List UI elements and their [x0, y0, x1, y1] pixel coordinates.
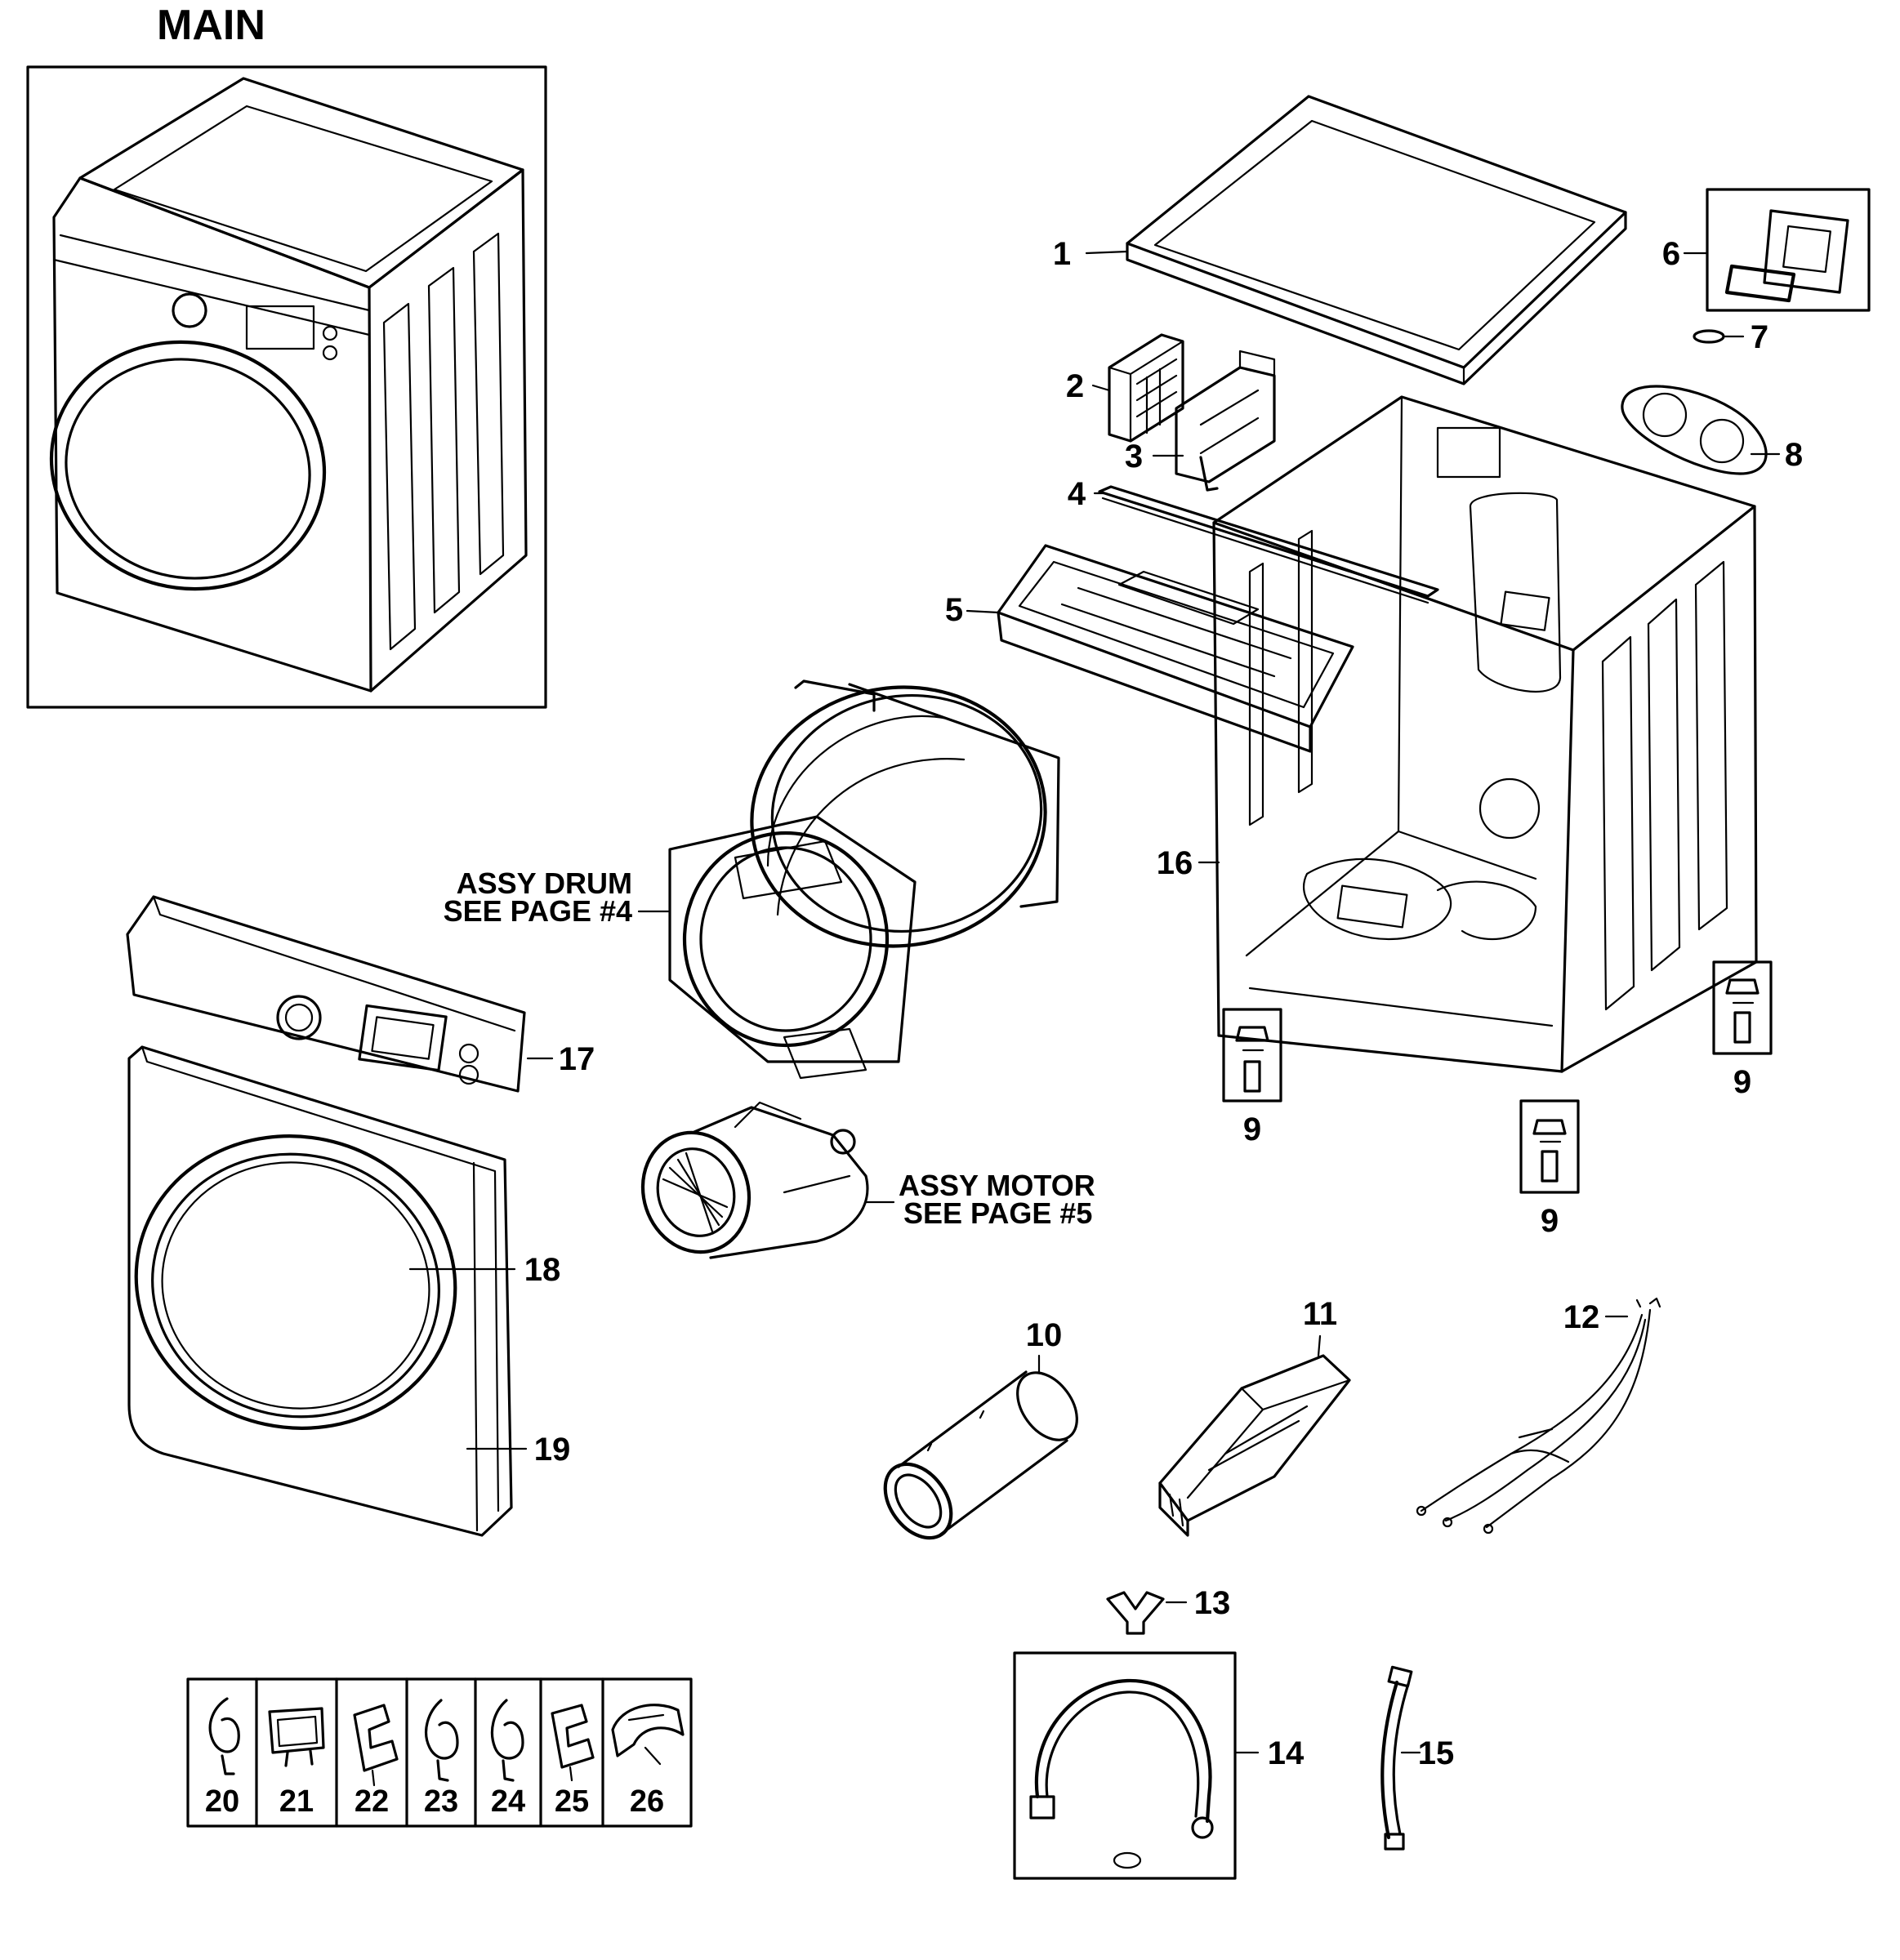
part-6-display-pcb [1724, 209, 1849, 303]
callout-11: 11 [1303, 1296, 1337, 1332]
part-8-bezel [1621, 385, 1768, 475]
drum-note-line2: SEE PAGE #4 [444, 894, 632, 928]
callout-23: 23 [424, 1784, 458, 1819]
drum-note-line1: ASSY DRUM [457, 866, 632, 900]
part-21-clip [268, 1707, 325, 1767]
motor-note-line2: SEE PAGE #5 [903, 1196, 1092, 1230]
callout-4: 4 [1068, 476, 1086, 512]
callout-13: 13 [1194, 1585, 1231, 1621]
callout-14: 14 [1268, 1735, 1305, 1771]
part-22-clip [353, 1704, 399, 1787]
part-14-hose [1029, 1678, 1214, 1869]
callout-1: 1 [1053, 236, 1071, 272]
motor-note-line1: ASSY MOTOR [899, 1169, 1095, 1202]
part-15-short-hose [1380, 1665, 1413, 1851]
callout-20: 20 [205, 1784, 239, 1819]
part-10-duct [883, 1370, 1078, 1540]
callout-12: 12 [1563, 1299, 1600, 1335]
callout-24: 24 [491, 1784, 525, 1819]
drum-assembly [668, 679, 1060, 1080]
callout-18: 18 [524, 1252, 561, 1288]
part-17-control-panel [126, 895, 526, 1093]
motor-assembly [640, 1101, 869, 1259]
part-7-clip [1693, 329, 1725, 344]
part-18-door-gasket [134, 1134, 457, 1430]
callout-6: 6 [1662, 236, 1680, 272]
part-5-front-frame [997, 544, 1354, 753]
callout-8: 8 [1785, 437, 1803, 473]
callout-9-left: 9 [1243, 1111, 1261, 1147]
part-2-filter [1108, 333, 1184, 443]
part-13-y-connector [1106, 1591, 1165, 1635]
callout-21: 21 [279, 1784, 314, 1819]
part-20-clip [208, 1697, 240, 1775]
callout-9-right: 9 [1733, 1064, 1751, 1100]
part-11-heater [1158, 1354, 1351, 1537]
part-26-clip [611, 1704, 685, 1766]
callout-9-center: 9 [1541, 1203, 1559, 1239]
main-dryer-inset [26, 65, 547, 709]
part-25-clip [551, 1704, 595, 1782]
part-24-clip [490, 1699, 524, 1782]
callout-7: 7 [1751, 319, 1768, 355]
part-12-wire-harness [1416, 1297, 1661, 1535]
callout-22: 22 [355, 1784, 389, 1819]
callout-2: 2 [1066, 368, 1084, 404]
callout-3: 3 [1125, 439, 1143, 474]
part-3-bracket [1175, 350, 1276, 492]
part-9-foot-center [1532, 1119, 1567, 1183]
callout-19: 19 [534, 1432, 571, 1468]
part-19-front-panel [127, 1045, 513, 1537]
part-9-foot-right [1725, 978, 1760, 1044]
part-4-rail [1098, 485, 1439, 604]
callout-26: 26 [630, 1784, 664, 1819]
part-1-top-cover [1126, 95, 1627, 385]
callout-5: 5 [945, 592, 963, 628]
callout-10: 10 [1026, 1317, 1063, 1353]
part-9-foot-left [1235, 1026, 1269, 1093]
callout-16: 16 [1157, 845, 1193, 881]
part-16-cabinet [1212, 395, 1758, 1073]
main-title: MAIN [157, 2, 265, 49]
callout-25: 25 [555, 1784, 589, 1819]
part-23-clip [425, 1699, 459, 1782]
clip-strip: 20 21 22 23 24 25 26 [186, 1677, 693, 1828]
callout-17: 17 [559, 1041, 595, 1077]
callout-15: 15 [1418, 1735, 1455, 1771]
